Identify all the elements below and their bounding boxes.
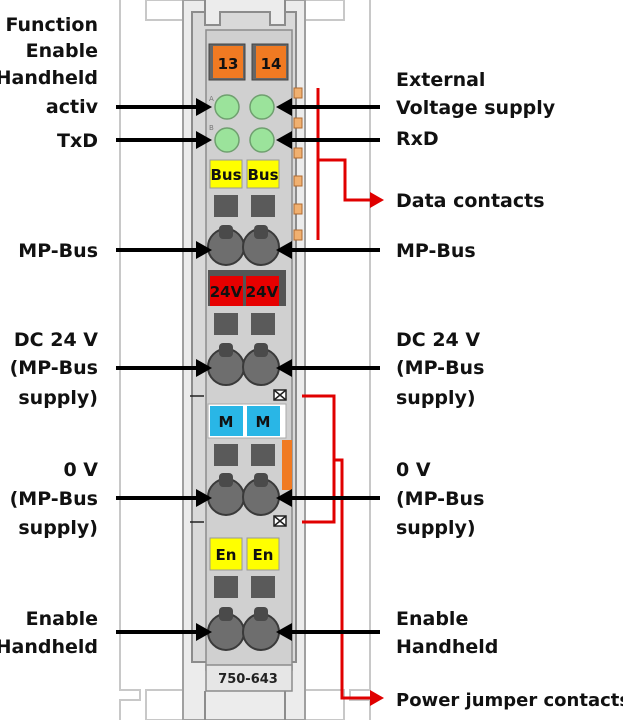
tag-14 <box>256 46 286 78</box>
label-rxd: RxD <box>396 128 439 150</box>
svg-text:B: B <box>209 124 214 132</box>
tag-13 <box>213 46 243 78</box>
led-external-voltage <box>249 94 275 120</box>
power-jumper-bracket <box>302 394 372 700</box>
led-function-enable <box>214 94 240 120</box>
power-jumper-arrowhead <box>370 690 384 706</box>
tag-24v-right-label: 24V <box>246 283 279 301</box>
orange-tag-row: 13 14 <box>208 43 289 81</box>
label-txd: TxD <box>57 130 98 152</box>
right-arrowheads <box>276 98 292 641</box>
led-group: A B <box>209 94 275 153</box>
label-function-line2: Enable <box>26 40 98 62</box>
tag-bus-right <box>246 159 280 189</box>
left-arrows <box>116 105 200 634</box>
label-enable-right-line2: Handheld <box>396 636 498 658</box>
tag-bus-left <box>209 159 243 189</box>
label-zero-volt-right-line1: 0 V <box>396 459 431 481</box>
tag-24v-right <box>246 276 279 306</box>
tag-14-label: 14 <box>261 55 282 73</box>
label-external-line1: External <box>396 69 485 91</box>
power-jumper-marks <box>190 389 287 527</box>
tag-en-left-label: En <box>216 546 237 564</box>
label-zero-volt-right-line2: (MP-Bus <box>396 488 484 510</box>
label-function-line3: Handheld <box>0 67 98 89</box>
enable-terminal-block: En En <box>207 537 280 651</box>
label-enable-right-line1: Enable <box>396 608 468 630</box>
left-arrowheads <box>196 98 212 641</box>
label-enable-left-line2: Handheld <box>0 636 98 658</box>
tag-en-right <box>246 537 280 571</box>
right-arrows <box>288 105 380 634</box>
tag-bus-left-label: Bus <box>210 166 241 184</box>
led-rxd <box>249 127 275 153</box>
tag-en-right-label: En <box>253 546 274 564</box>
led-txd <box>214 127 240 153</box>
bus-terminal-block: Bus Bus <box>207 159 280 266</box>
label-zero-volt-left-line2: (MP-Bus <box>10 488 98 510</box>
label-data-contacts: Data contacts <box>396 190 545 212</box>
label-zero-volt-right-line3: supply) <box>396 517 476 539</box>
label-mpbus-right: MP-Bus <box>396 240 476 262</box>
data-contact-pins <box>293 87 303 241</box>
label-function-line1: Function <box>5 14 98 36</box>
label-mpbus-left: MP-Bus <box>18 240 98 262</box>
tag-m-left-label: M <box>219 413 234 431</box>
label-zero-volt-left-line3: supply) <box>18 517 98 539</box>
tag-bus-right-label: Bus <box>247 166 278 184</box>
label-dc24v-left-line3: supply) <box>18 387 98 409</box>
dc24v-terminal-block: 24V 24V <box>207 270 286 386</box>
model-number: 750-643 <box>218 672 278 687</box>
label-power-jumper-contacts: Power jumper contacts <box>396 690 623 711</box>
label-function-line4: activ <box>46 96 99 118</box>
tag-24v-left-label: 24V <box>210 283 243 301</box>
tag-en-left <box>209 537 243 571</box>
label-dc24v-right-line3: supply) <box>396 387 476 409</box>
tag-24v-left <box>210 276 243 306</box>
label-enable-left-line1: Enable <box>26 608 98 630</box>
label-dc24v-right-line1: DC 24 V <box>396 329 480 351</box>
tag-13-label: 13 <box>218 55 239 73</box>
svg-text:A: A <box>209 95 214 103</box>
data-contacts-arrowhead <box>370 192 384 208</box>
tag-m-right <box>247 406 280 436</box>
label-zero-volt-left-line1: 0 V <box>63 459 98 481</box>
left-labels: Function Enable Handheld activ TxD MP-Bu… <box>0 14 99 658</box>
label-dc24v-right-line2: (MP-Bus <box>396 357 484 379</box>
tag-m-left <box>210 406 243 436</box>
label-external-line2: Voltage supply <box>396 97 556 119</box>
zero-volt-terminal-block: M M <box>207 403 292 516</box>
data-contacts-bracket <box>316 88 372 240</box>
tag-m-right-label: M <box>256 413 271 431</box>
right-labels: External Voltage supply RxD Data contact… <box>396 69 623 711</box>
label-dc24v-left-line2: (MP-Bus <box>10 357 98 379</box>
label-dc24v-left-line1: DC 24 V <box>14 329 98 351</box>
